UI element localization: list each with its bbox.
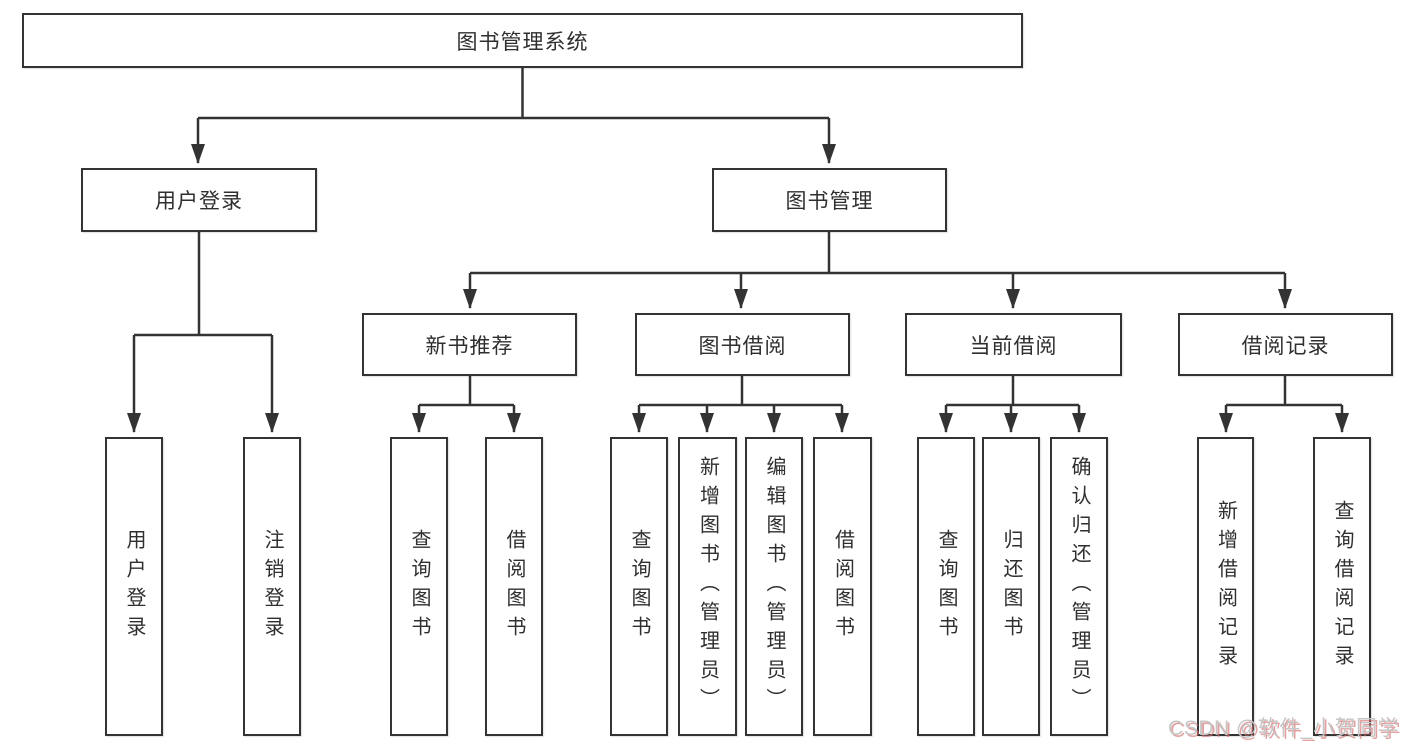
node-label: 借阅图书 (503, 528, 525, 645)
leaf-user-login: 用户登录 (105, 437, 163, 736)
leaf-borrow-books: 借阅图书 (813, 437, 872, 736)
node-label: 新增借阅记录 (1214, 499, 1237, 674)
node-label: 确认归还（管理员） (1068, 456, 1090, 717)
node-book-borrowing: 图书借阅 (635, 313, 850, 376)
leaf-return-book: 归还图书 (982, 437, 1040, 736)
node-label: 当前借阅 (969, 334, 1058, 358)
leaf-confirm-return-admin: 确认归还（管理员） (1050, 437, 1108, 736)
node-borrowing-records: 借阅记录 (1178, 313, 1393, 376)
csdn-watermark: CSDN @软件_小贺同学 (1168, 717, 1399, 740)
leaf-query-books-current: 查询图书 (917, 437, 975, 736)
node-label: 查询借阅记录 (1331, 499, 1353, 674)
node-label: 新增图书（管理员） (696, 456, 719, 717)
node-label: 用户登录 (155, 190, 243, 213)
node-label: 归还图书 (1000, 528, 1022, 645)
node-current-borrowing: 当前借阅 (905, 313, 1122, 376)
node-label: 新书推荐 (425, 334, 514, 358)
leaf-query-books-recommend: 查询图书 (390, 437, 448, 736)
leaf-query-borrow-record: 查询借阅记录 (1313, 437, 1371, 736)
leaf-borrow-books-recommend: 借阅图书 (485, 437, 543, 736)
node-label: 图书管理系统 (456, 30, 589, 54)
node-label: 查询图书 (408, 528, 430, 645)
node-label: 图书借阅 (698, 334, 787, 358)
node-label: 图书管理 (785, 190, 874, 213)
node-label: 借阅图书 (831, 528, 854, 645)
node-book-management: 图书管理 (712, 168, 947, 232)
connector-book-management-to-level3 (463, 232, 1292, 309)
node-root-library-system: 图书管理系统 (22, 13, 1023, 68)
connector-current-borrow-to-leaves (939, 376, 1086, 433)
node-label: 查询图书 (628, 528, 650, 645)
leaf-logout: 注销登录 (243, 437, 301, 736)
node-label: 编辑图书（管理员） (763, 456, 785, 717)
node-new-book-recommendation: 新书推荐 (362, 313, 577, 376)
node-label: 查询图书 (935, 528, 957, 645)
node-user-login: 用户登录 (81, 168, 317, 232)
leaf-add-borrow-record: 新增借阅记录 (1197, 437, 1254, 736)
node-label: 借阅记录 (1241, 334, 1330, 358)
node-label: 用户登录 (123, 528, 145, 645)
connector-borrow-records-to-leaves (1219, 376, 1349, 433)
leaf-query-books-borrow: 查询图书 (610, 437, 668, 736)
leaf-edit-book-admin: 编辑图书（管理员） (745, 437, 803, 736)
leaf-add-book-admin: 新增图书（管理员） (678, 437, 737, 736)
connector-root-to-level2 (191, 68, 836, 164)
connector-book-borrow-to-leaves (632, 376, 849, 433)
node-label: 注销登录 (261, 528, 283, 645)
connector-new-book-to-leaves (412, 376, 521, 433)
connector-user-login-to-leaves (127, 232, 279, 433)
